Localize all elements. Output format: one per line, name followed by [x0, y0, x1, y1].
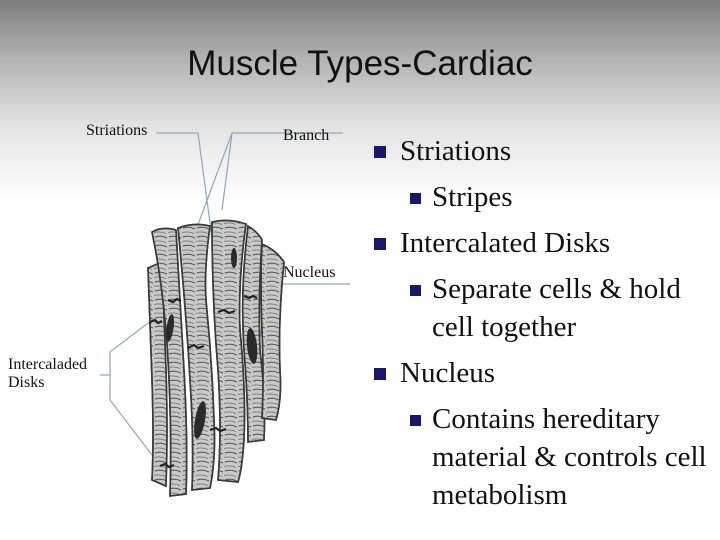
muscle-fiber	[147, 260, 168, 488]
square-bullet-icon	[374, 146, 386, 158]
intercalated-disk	[159, 462, 175, 469]
muscle-fiber	[177, 223, 216, 491]
sub-bullet-text: Separate cells & hold cell together	[432, 273, 681, 343]
nucleus	[246, 328, 258, 364]
bullet-item: Striations	[370, 132, 715, 170]
nucleus	[166, 314, 174, 342]
square-bullet-icon	[410, 193, 421, 204]
square-bullet-icon	[410, 415, 421, 426]
label-intercalated-line-2: Disks	[8, 374, 45, 391]
bullet-text: Intercalated Disks	[400, 227, 611, 259]
intercalated-disk	[217, 308, 236, 315]
square-bullet-icon	[374, 238, 386, 250]
branch-leader-line-2	[195, 132, 233, 231]
intercalated-disk	[209, 426, 227, 433]
square-bullet-icon	[374, 368, 386, 380]
sub-bullet-item: Stripes	[370, 178, 715, 216]
nucleus	[231, 248, 237, 268]
label-nucleus: Nucleus	[283, 264, 336, 281]
nuclei	[166, 248, 258, 439]
sub-bullet-text: Contains hereditary material & controls …	[432, 403, 707, 511]
slide-title: Muscle Types-Cardiac	[187, 44, 533, 83]
intercalated-disk	[167, 297, 182, 304]
nucleus	[194, 401, 206, 439]
muscle-fibers	[147, 219, 285, 497]
sub-bullet-item: Contains hereditary material & controls …	[370, 400, 715, 514]
square-bullet-icon	[410, 285, 421, 296]
sub-bullet-text: Stripes	[432, 181, 513, 213]
intercalated-disk	[149, 318, 163, 325]
bullet-item: Intercalated Disks	[370, 224, 715, 262]
intercalated-leader-line-1	[100, 319, 153, 376]
label-striations: Striations	[86, 122, 148, 139]
bullet-text: Nucleus	[400, 357, 496, 389]
label-intercalated-line-1: Intercaladed	[8, 356, 88, 373]
muscle-fiber	[211, 219, 247, 483]
muscle-fiber-branch	[260, 242, 285, 421]
intercalated-leader-line-2	[109, 375, 163, 469]
bullet-text: Striations	[400, 135, 512, 167]
title-background	[0, 0, 720, 200]
bullet-list: Striations Stripes Intercalated Disks Se…	[370, 132, 715, 522]
striations-leader-line	[156, 132, 213, 239]
label-branch: Branch	[283, 127, 330, 144]
intercalated-disk	[187, 343, 205, 350]
intercalated-disks	[149, 294, 258, 469]
intercalated-disk	[243, 294, 258, 300]
label-intercalated-disks: Intercaladed Disks	[8, 356, 87, 392]
bullet-item: Nucleus	[370, 354, 715, 392]
sub-bullet-item: Separate cells & hold cell together	[370, 270, 715, 346]
